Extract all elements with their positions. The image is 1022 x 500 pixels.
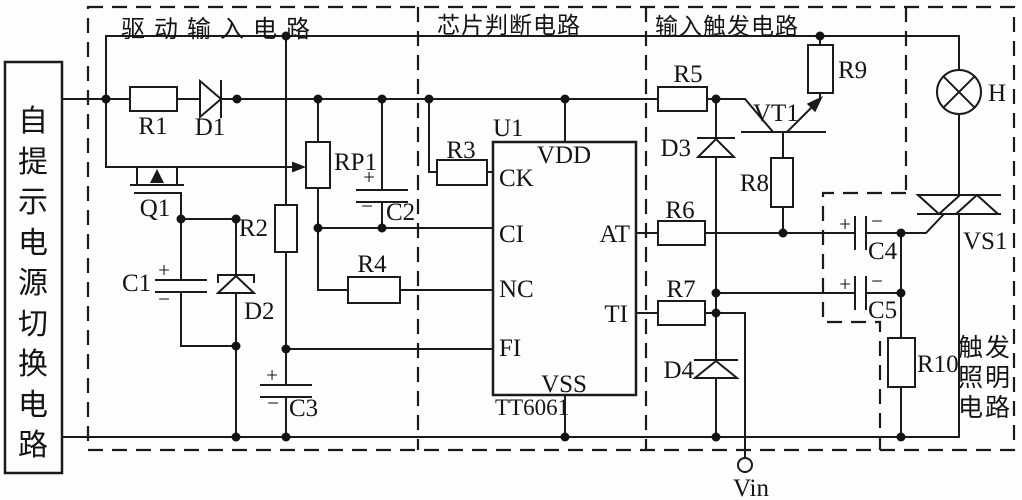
- c5-label: C5: [868, 297, 897, 324]
- c2-plus-sign: +: [363, 165, 375, 189]
- r5-label: R5: [673, 61, 702, 88]
- resistor-r8: [770, 157, 794, 208]
- pin-fi-label: FI: [499, 335, 521, 362]
- c5-minus-sign: −: [871, 269, 883, 293]
- zener-d2: [215, 274, 257, 294]
- r10-label: R10: [917, 351, 959, 378]
- c4-label: C4: [868, 238, 898, 265]
- capacitor-group-dashed-box: [821, 191, 906, 450]
- vt1-label: VT1: [753, 100, 799, 127]
- d4-label: D4: [663, 357, 694, 384]
- c4-plus-sign: +: [839, 212, 851, 236]
- component-labels: R1 D1 Q1 R2 C1 D2 C3 RP1 C2 R3 R4 U1 VDD…: [122, 57, 1007, 500]
- q1-label: Q1: [140, 195, 171, 222]
- resistor-r10: [887, 337, 916, 388]
- vin-label: Vin: [733, 475, 769, 500]
- d1-label: D1: [195, 114, 226, 141]
- lamp-h-icon: [936, 69, 982, 115]
- c4-minus-sign: −: [871, 209, 883, 233]
- r1-label: R1: [138, 113, 167, 140]
- c5-plus-sign: +: [839, 272, 851, 296]
- chip-part-number: TT6061: [495, 395, 569, 420]
- power-switch-box-outline: [3, 60, 64, 475]
- r9-label: R9: [838, 57, 867, 84]
- r3-label: R3: [446, 137, 475, 164]
- resistor-r4: [347, 276, 401, 304]
- pin-ti-label: TI: [604, 301, 628, 328]
- junction-dots: [101, 31, 906, 442]
- resistor-r9: [807, 44, 834, 94]
- r2-label: R2: [239, 215, 268, 242]
- c3-label: C3: [289, 395, 318, 422]
- resistor-r2: [274, 204, 298, 253]
- diode-d3: [695, 137, 737, 158]
- c3-minus-sign: −: [267, 391, 279, 415]
- lamp-h-label: H: [988, 80, 1006, 107]
- d3-label: D3: [660, 135, 691, 162]
- diode-d1: [199, 78, 223, 120]
- d2-label: D2: [244, 298, 275, 325]
- rp1-label: RP1: [334, 149, 377, 176]
- vin-terminal: [737, 457, 753, 473]
- pin-ck-label: CK: [499, 165, 534, 192]
- pin-vdd-label: VDD: [537, 142, 591, 169]
- resistor-r5: [657, 86, 708, 112]
- section-label-drive-input: 驱动输入电路: [121, 17, 319, 43]
- section-label-input-trigger: 输入触发电路: [655, 14, 799, 39]
- power-switch-box-label: 自提示电源切换电路: [18, 105, 48, 462]
- pin-at-label: AT: [599, 221, 630, 248]
- c1-plus-sign: +: [158, 258, 170, 282]
- resistor-r6: [657, 220, 706, 246]
- pin-ci-label: CI: [499, 221, 524, 248]
- c1-minus-sign: −: [158, 287, 170, 311]
- polarity-marks: + − + − + − + − + −: [158, 165, 883, 415]
- mosfet-q1-arrow: [150, 169, 164, 183]
- resistor-r7: [657, 300, 706, 326]
- r6-label: R6: [665, 197, 694, 224]
- vs1-label: VS1: [963, 228, 1007, 255]
- pin-nc-label: NC: [499, 276, 534, 303]
- chip-u1-body: [491, 140, 638, 397]
- c3-plus-sign: +: [266, 363, 278, 387]
- resistor-r3: [436, 159, 488, 186]
- diode-d4: [692, 359, 740, 379]
- r8-label: R8: [740, 170, 769, 197]
- c2-minus-sign: −: [361, 194, 373, 218]
- r7-label: R7: [666, 276, 695, 303]
- trigger-lighting-label: 触发照明电路: [958, 335, 1013, 422]
- triac-vs1: [915, 193, 1001, 216]
- resistor-r1: [129, 86, 178, 112]
- c2-label: C2: [386, 199, 415, 226]
- potentiometer-rp1: [292, 141, 331, 189]
- pin-vss-label: VSS: [541, 371, 587, 398]
- u1-label: U1: [493, 115, 524, 142]
- r4-label: R4: [357, 251, 387, 278]
- section-label-chip-judgment: 芯片判断电路: [437, 13, 581, 38]
- transistor-vt1-arrow: [806, 96, 823, 113]
- outer-dashed-border: [86, 5, 1016, 452]
- c1-label: C1: [122, 270, 151, 297]
